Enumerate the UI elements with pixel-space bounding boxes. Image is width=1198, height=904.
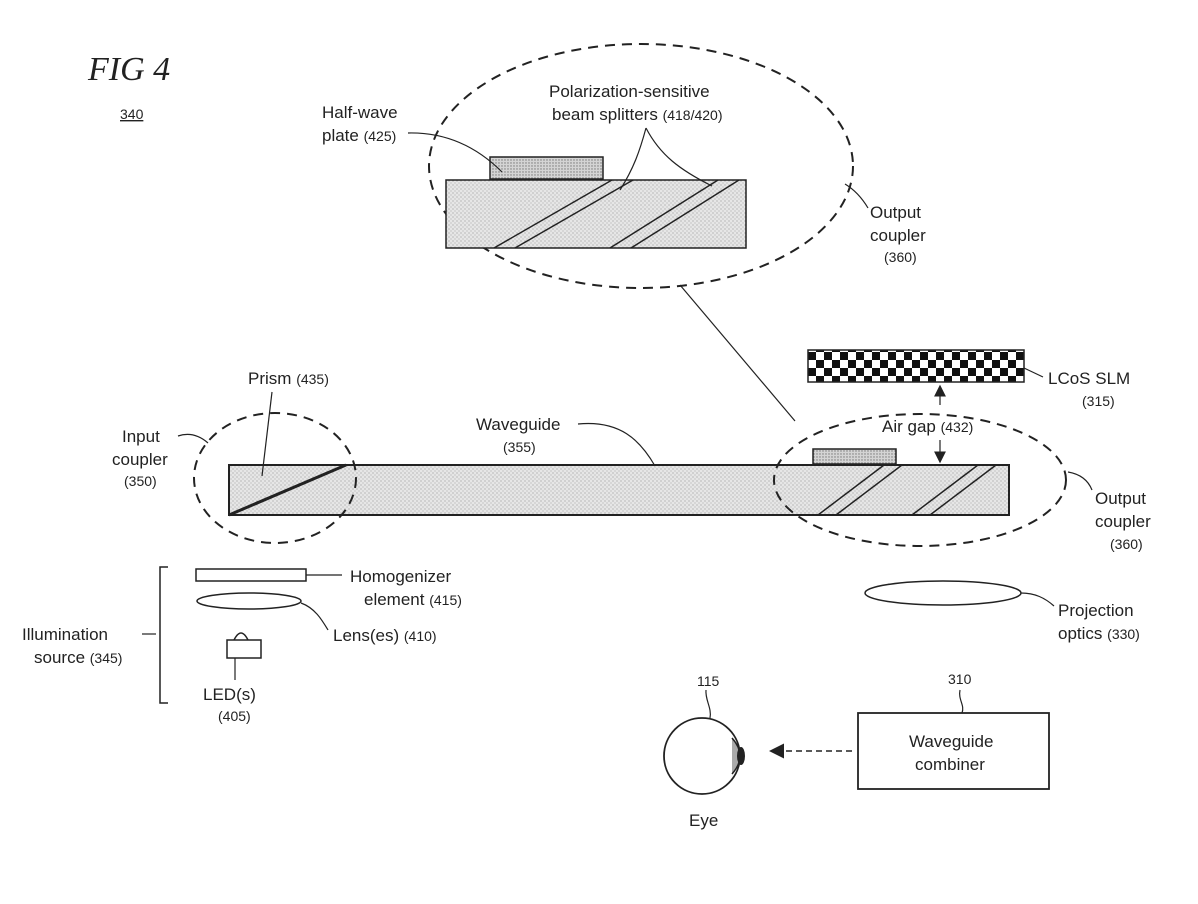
- projection-optics: [864, 580, 1022, 606]
- enlarged-waveguide-section: [445, 179, 747, 249]
- led-ref: (405): [218, 708, 251, 724]
- prism-label: Prism (435): [248, 369, 329, 388]
- input-coupler-outline: [193, 412, 357, 544]
- beam-splitters-label: Polarization-sensitive: [549, 82, 710, 101]
- input-coupler-label: Input: [122, 427, 160, 446]
- waveguide-combiner: [857, 712, 1050, 790]
- eye-ref: 115: [697, 673, 720, 689]
- projection-optics-label-2: optics (330): [1058, 624, 1140, 643]
- homogenizer-label: Homogenizer: [350, 567, 451, 586]
- half-wave-plate-label: Half-wave: [322, 103, 398, 122]
- input-coupler-ref: (350): [124, 473, 157, 489]
- illumination-bracket: [159, 566, 168, 704]
- beam-splitters-label-2: beam splitters (418/420): [552, 105, 723, 124]
- figure-number: 340: [120, 106, 144, 122]
- waveguide-ref: (355): [503, 439, 536, 455]
- enlargement-connector-line: [679, 284, 796, 422]
- output-coupler-outline: [773, 413, 1067, 547]
- half-wave-plate: [812, 448, 897, 465]
- figure-title: FIG 4: [87, 51, 170, 88]
- input-coupler-label-2: coupler: [112, 450, 168, 469]
- lcos-slm-ref: (315): [1082, 393, 1115, 409]
- homogenizer-label-2: element (415): [364, 590, 462, 609]
- waveguide-combiner-label: Waveguide: [909, 732, 993, 751]
- output-coupler-ref: (360): [1110, 536, 1143, 552]
- lcos-slm-label: LCoS SLM: [1048, 369, 1130, 388]
- led-dome: [233, 632, 249, 641]
- led: [226, 639, 262, 659]
- waveguide-combiner-label-2: combiner: [915, 755, 985, 774]
- output-coupler-top-ref: (360): [884, 249, 917, 265]
- illumination-source-label-2: source (345): [34, 648, 122, 667]
- projection-optics-label: Projection: [1058, 601, 1134, 620]
- output-coupler-label-2: coupler: [1095, 512, 1151, 531]
- air-gap-label: Air gap (432): [882, 417, 973, 436]
- output-coupler-label: Output: [1095, 489, 1146, 508]
- lcos-slm: [807, 349, 1025, 383]
- waveguide: [228, 464, 1010, 516]
- enlarged-output-coupler: [428, 43, 854, 289]
- prism: [228, 463, 347, 517]
- homogenizer-element: [195, 568, 307, 582]
- illumination-source-label: Illumination: [22, 625, 108, 644]
- output-coupler-top-label: Output: [870, 203, 921, 222]
- eye-label: Eye: [689, 811, 718, 830]
- led-label: LED(s): [203, 685, 256, 704]
- lenses-label: Lens(es) (410): [333, 626, 437, 645]
- half-wave-plate-enlarged: [489, 156, 604, 180]
- enlarged-output-coupler-outline: [428, 43, 854, 289]
- waveguide-combiner-ref: 310: [948, 671, 972, 687]
- eye: [663, 717, 745, 795]
- lens: [196, 592, 302, 610]
- output-coupler-top-label-2: coupler: [870, 226, 926, 245]
- waveguide-label: Waveguide: [476, 415, 560, 434]
- half-wave-plate-label-2: plate (425): [322, 126, 396, 145]
